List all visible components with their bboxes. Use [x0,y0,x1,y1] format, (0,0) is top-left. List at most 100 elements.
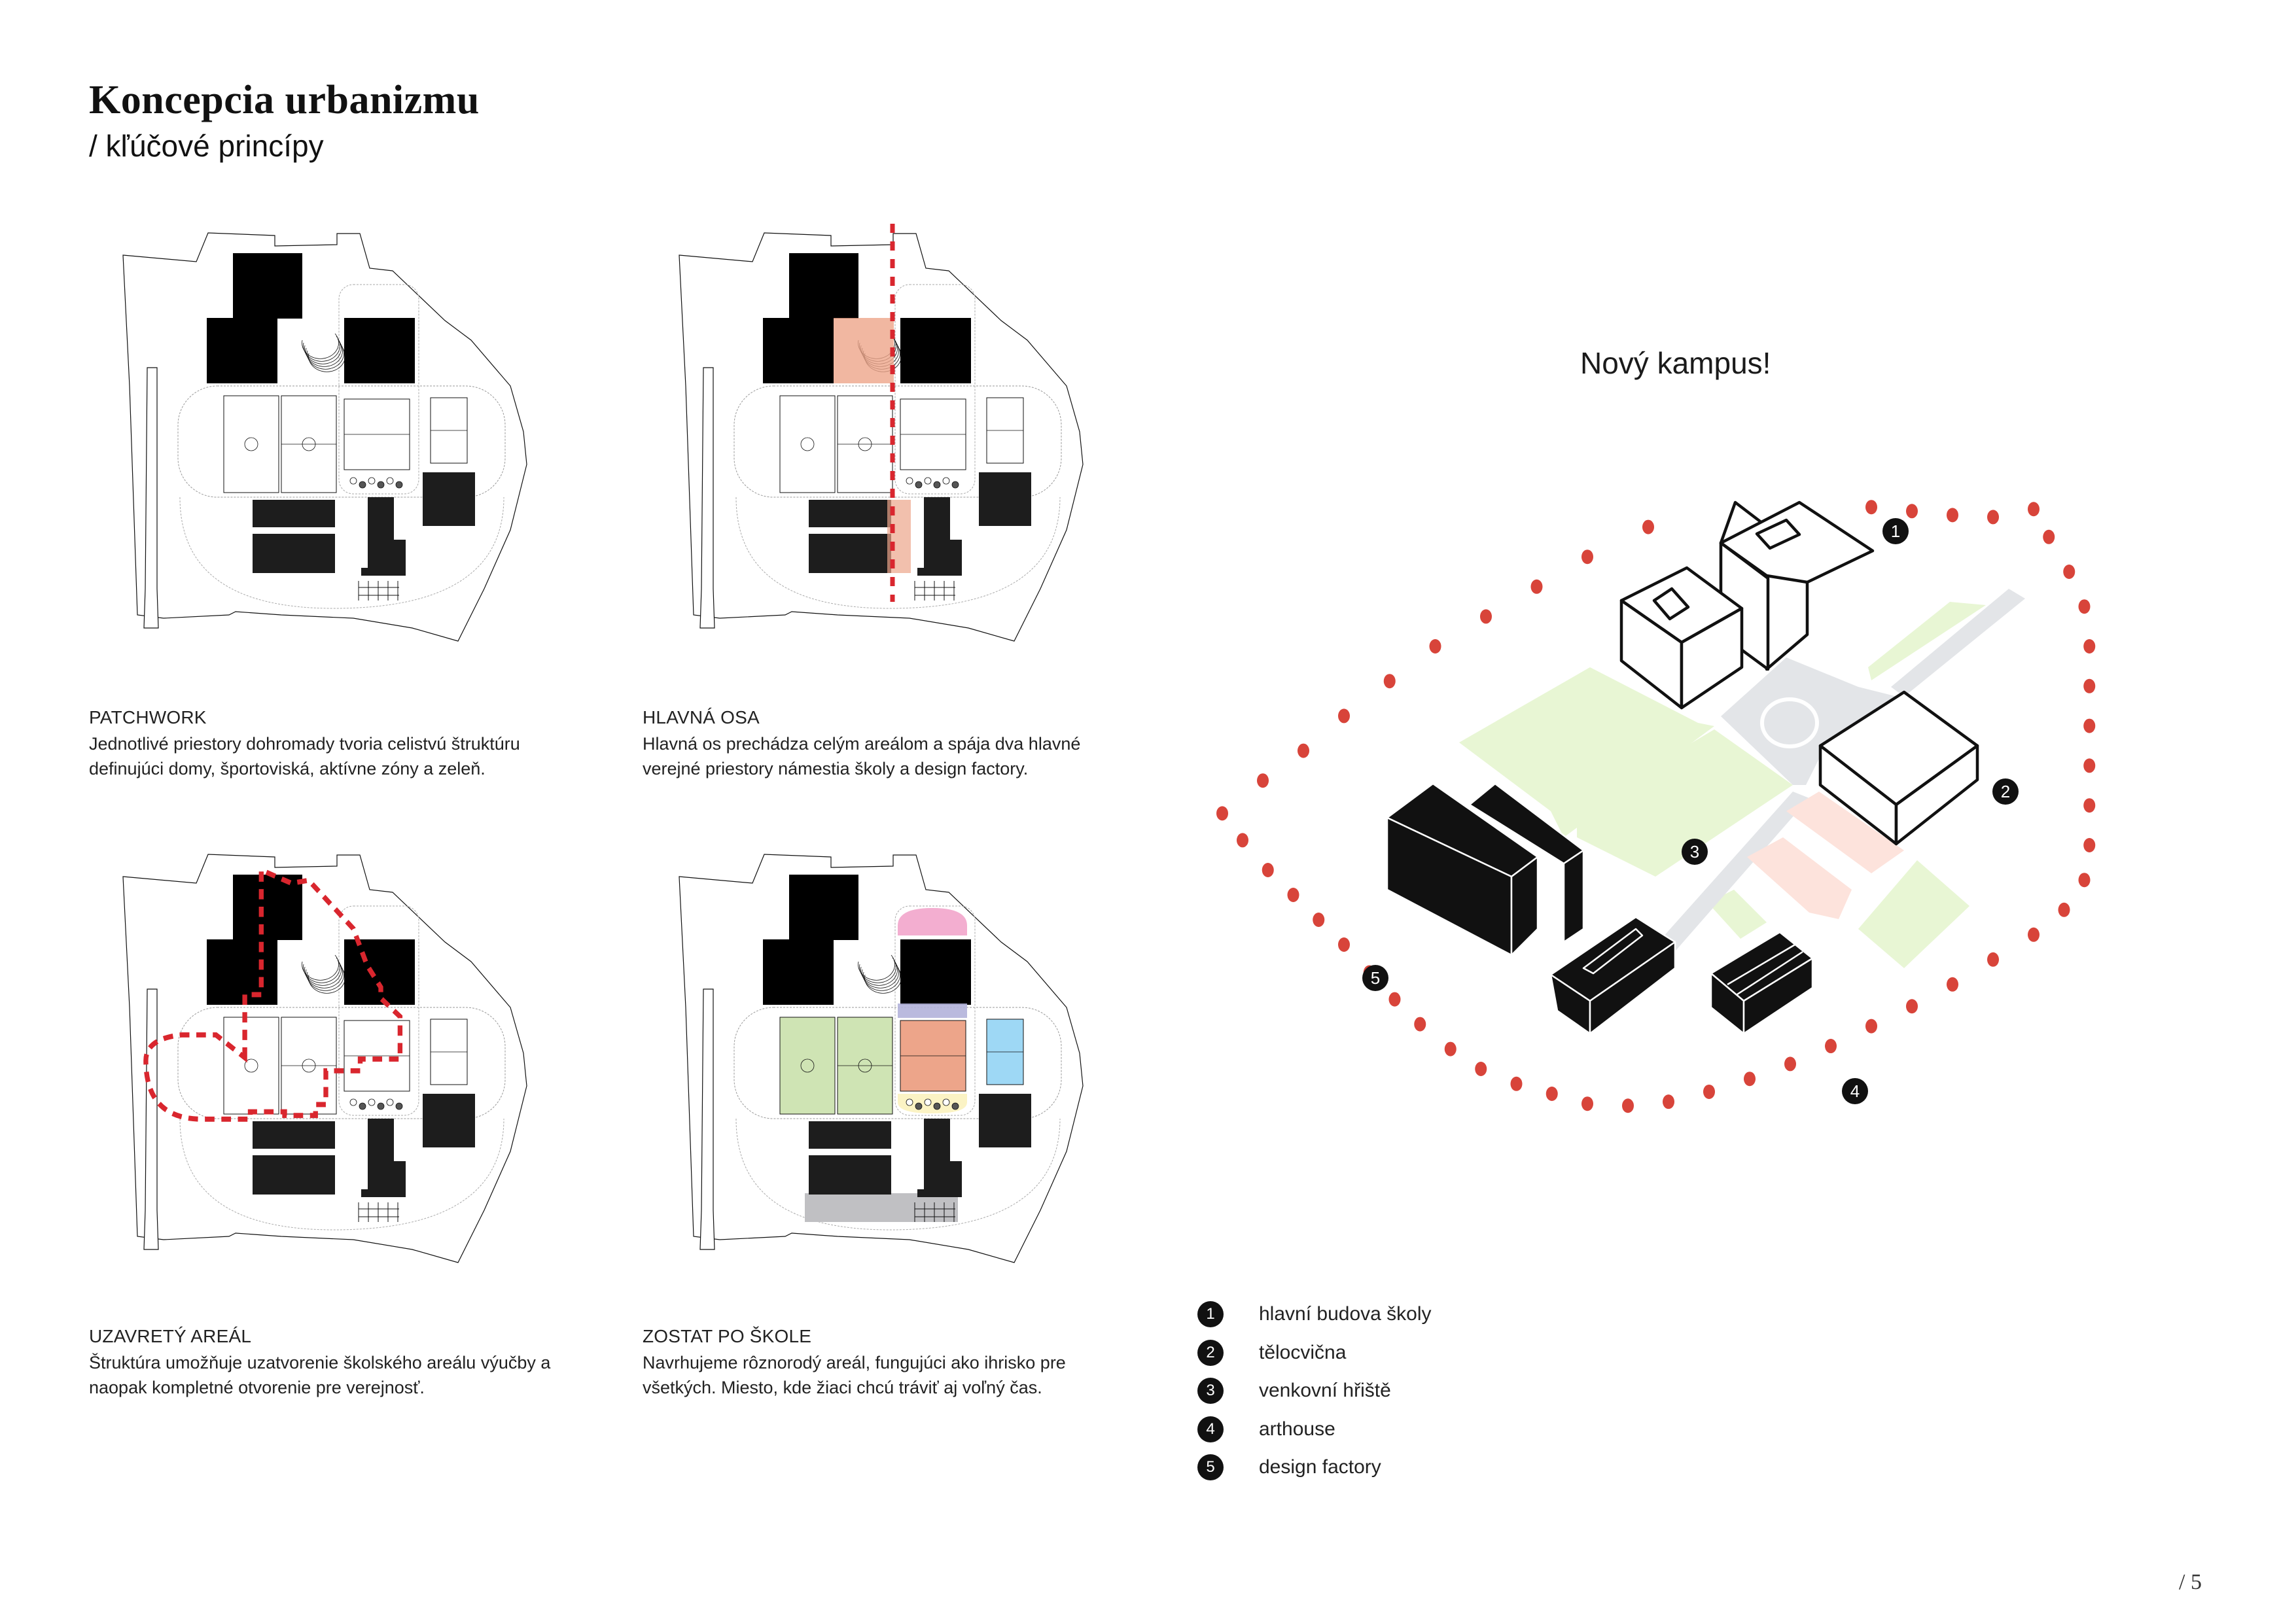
building [900,939,971,1005]
play-element [906,1098,913,1106]
building [917,497,962,576]
plan-base [122,854,527,1263]
legend-number-badge: 1 [1197,1301,1224,1328]
building [763,318,834,383]
play-element [933,481,941,489]
play-element [386,477,394,485]
building [233,253,302,319]
axonometric-title: Nový kampus! [1580,346,1771,380]
play-element [386,1098,394,1106]
boundary-dot [1530,579,1543,594]
football-field [223,395,279,493]
marker-5: 5 [1362,965,1388,991]
marker-4: 4 [1842,1078,1868,1104]
main-school-building [1619,500,1875,710]
boundary-dot [1642,519,1654,534]
building [789,253,858,319]
play-element [349,477,357,485]
lower-loop [179,1118,504,1230]
building [809,534,891,573]
page-subtitle: / kľúčové princípy [89,129,324,163]
building [423,472,475,526]
play-element [906,477,913,485]
building [763,939,834,1005]
boundary-dot [2083,838,2096,852]
play-element [933,1102,941,1110]
boundary-dot [2083,758,2096,773]
boundary-dot [2063,565,2075,579]
legend-item: 2 tělocvična [1197,1334,1432,1372]
site-plan-closed-area [122,854,527,1263]
legend-item: 4 arthouse [1197,1410,1432,1449]
play-element [942,1098,950,1106]
amphitheatre-line [308,968,345,994]
green-area [1858,860,1969,968]
boundary-dot [2058,902,2070,917]
legend: 1 hlavní budova školy 2 tělocvična 3 ven… [1197,1295,1432,1487]
play-element [915,1102,923,1110]
play-element [377,481,385,489]
boundary-dot [1987,952,1999,967]
boundary-dot [1338,708,1350,724]
boundary-dot [1947,508,1958,523]
football-field [779,395,836,493]
play-element [951,1102,959,1110]
lower-loop [735,1118,1061,1230]
boundary-dot [2078,873,2091,888]
boundary-dot [1865,500,1877,515]
lower-loop [179,497,504,609]
boundary-dot [2043,529,2055,544]
arthouse-area [1747,837,1852,919]
caption-text: Hlavná os prechádza celým areálom a spáj… [643,734,1081,778]
boundary-dot [1906,504,1918,519]
play-element [924,1098,932,1106]
boundary-dot [1414,1017,1426,1032]
plan-base [679,232,1084,642]
axonometric-campus-diagram: 1 2 3 4 5 [1216,500,2096,1113]
legend-label: arthouse [1259,1418,1335,1440]
caption-heading: UZAVRETÝ AREÁL [89,1326,252,1346]
amphitheatre-line [864,968,902,994]
play-element [368,477,376,485]
stand-zone [898,1003,967,1018]
boundary-dot [1298,743,1309,758]
marker-2: 2 [1992,778,2019,805]
svg-text:3: 3 [1690,842,1699,862]
site-plan-after-school [679,854,1084,1263]
boundary-dot [1865,1019,1877,1034]
boundary-dot [1287,888,1299,902]
legend-label: hlavní budova školy [1259,1303,1432,1325]
track-outline [177,1007,506,1119]
svg-text:1: 1 [1891,521,1900,541]
page-number: / 5 [2179,1570,2202,1594]
path [1891,589,2025,697]
boundary-dot [1338,937,1350,952]
building [344,318,415,383]
play-element [915,481,923,489]
play-element [942,477,950,485]
svg-text:4: 4 [1850,1081,1860,1101]
play-element [359,1102,366,1110]
caption-heading: PATCHWORK [89,707,207,727]
legend-item: 1 hlavní budova školy [1197,1295,1432,1334]
play-element [395,481,403,489]
ground-areas [1459,589,2025,981]
design-factory-building [1386,782,1585,956]
amphitheatre-line [308,346,345,372]
green-area [1459,667,1714,837]
building [979,1094,1031,1147]
boundary-dot [1257,773,1269,788]
building [207,939,277,1005]
building [233,875,302,940]
track-outline [733,385,1062,498]
track-outline [177,385,506,498]
plaza-circle [1760,697,1819,748]
boundary-dot [1545,1087,1558,1101]
boundary-dot [1216,806,1228,821]
caption-text: Navrhujeme rôznorodý areál, fungujúci ak… [643,1353,1066,1397]
plaza [1721,657,1898,785]
play-element [349,1098,357,1106]
boundary-dot [1388,992,1401,1007]
boundary-dot [1703,1084,1715,1099]
green-area [1868,602,1986,680]
